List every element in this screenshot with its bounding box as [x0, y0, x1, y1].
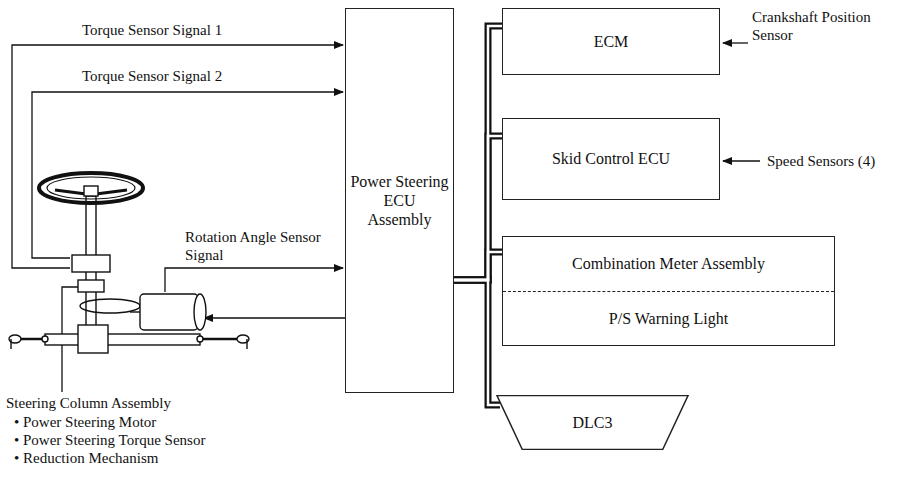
connector-trapezoid: DLC3 — [495, 395, 690, 450]
box-text: Power Steering ECU Assembly — [346, 170, 453, 232]
ecu-box: ECM — [502, 8, 720, 75]
part-item: • Reduction Mechanism — [12, 449, 160, 467]
signal-name: Rotation Angle Sensor Signal — [183, 228, 327, 264]
bus-line-path — [454, 26, 502, 280]
sensor-name: Crankshaft Position Sensor — [750, 8, 884, 44]
box-text: DLC3 — [569, 411, 617, 434]
box-text: ECM — [590, 30, 633, 53]
signal-name: Torque Sensor Signal 2 — [80, 67, 224, 85]
bus-line — [454, 252, 502, 280]
bus-core — [454, 26, 502, 280]
bus-line — [454, 280, 500, 405]
trapezoid-shape — [497, 396, 688, 450]
sensor-name: Speed Sensors (4) — [765, 152, 877, 170]
bus-core — [454, 252, 502, 280]
bus-line-path — [454, 280, 500, 405]
bus-core — [454, 136, 502, 280]
box-text: Skid Control ECU — [548, 147, 674, 170]
box-text: P/S Warning Light — [605, 307, 732, 330]
bus-line — [454, 136, 502, 280]
bus-line-path — [454, 252, 502, 280]
box-section: Combination Meter Assembly — [503, 237, 834, 292]
part-name: Steering Column Assembly — [4, 394, 173, 412]
part-item: • Power Steering Torque Sensor — [12, 431, 207, 449]
meter-box: Combination Meter AssemblyP/S Warning Li… — [502, 236, 835, 346]
bus-core — [454, 280, 500, 405]
part-item: • Power Steering Motor — [12, 413, 158, 431]
ecu-box: Power Steering ECU Assembly — [345, 8, 454, 393]
bus-line — [454, 26, 502, 280]
box-text: Combination Meter Assembly — [568, 252, 769, 275]
ecu-box: Skid Control ECU — [502, 118, 720, 200]
bus-line-path — [454, 136, 502, 280]
box-section: P/S Warning Light — [503, 292, 834, 346]
signal-name: Torque Sensor Signal 1 — [80, 21, 224, 39]
